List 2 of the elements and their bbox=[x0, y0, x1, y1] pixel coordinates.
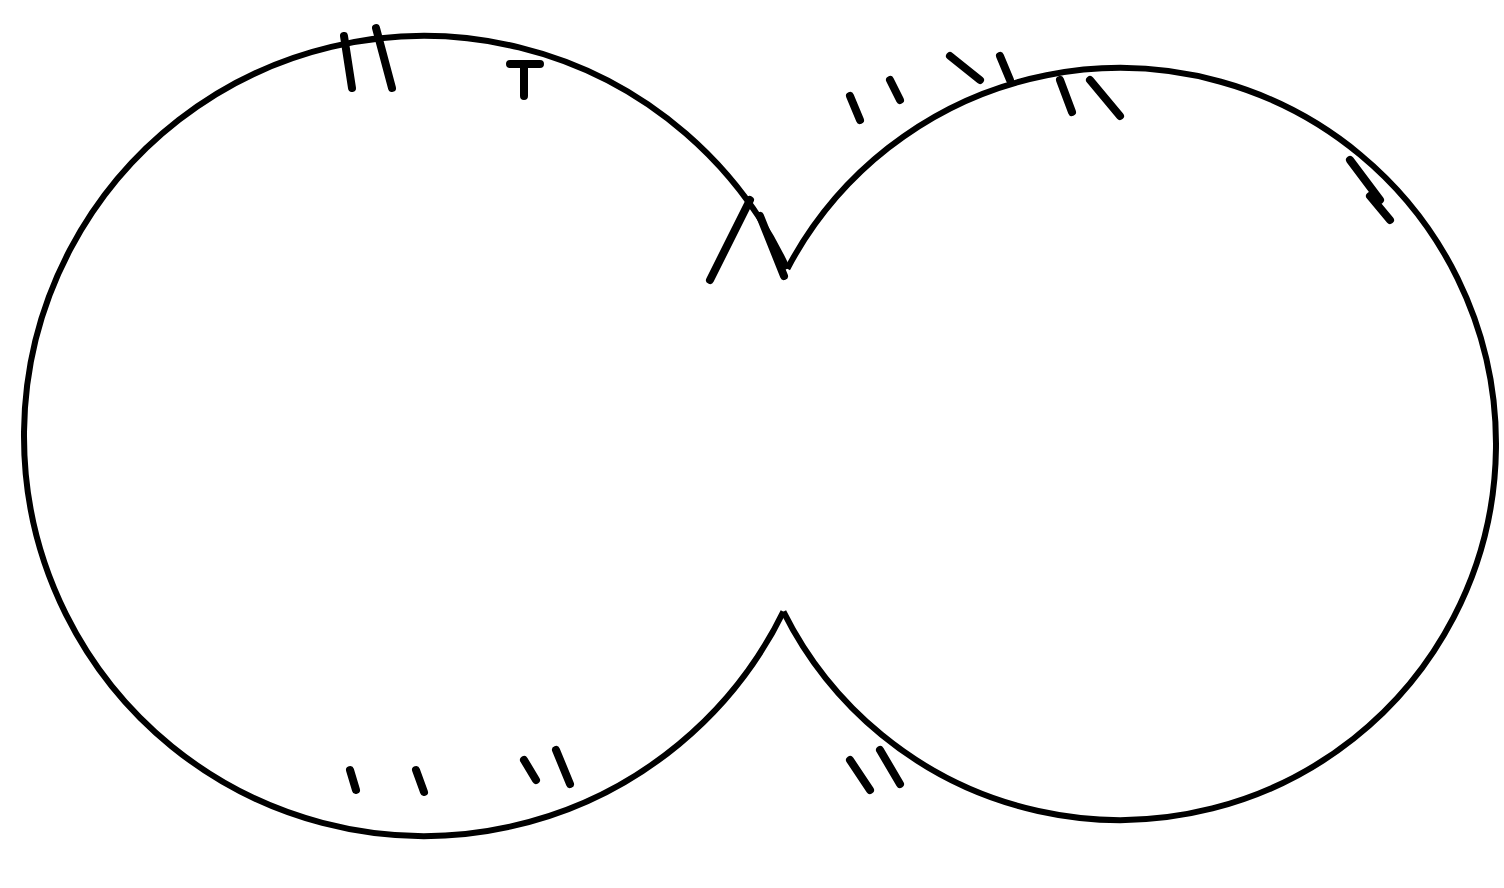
circle-outline bbox=[21, 33, 790, 839]
circle-outline bbox=[780, 65, 1499, 823]
